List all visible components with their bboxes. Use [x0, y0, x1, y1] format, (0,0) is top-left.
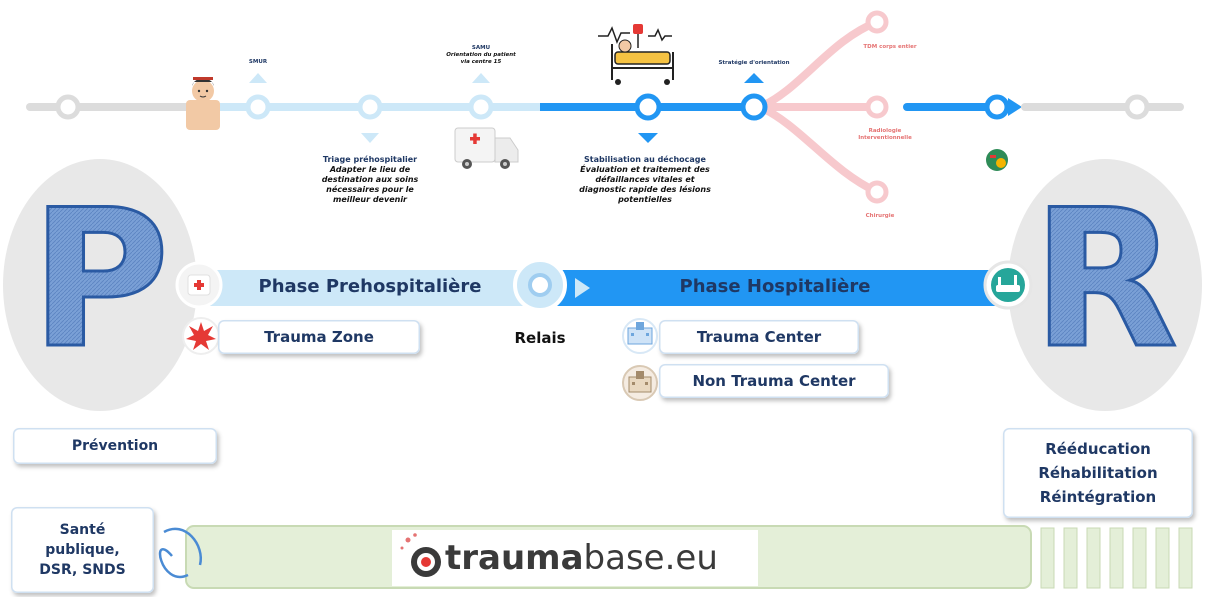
node-start: [55, 94, 81, 120]
label-triage: Triage préhospitalier Adapter le lieu de…: [300, 155, 440, 205]
label-samu: SAMU Orientation du patient via centre 1…: [430, 45, 532, 66]
radio-line-1: Radiologie: [868, 128, 902, 134]
node-stabil: [634, 93, 662, 121]
letter-r: R: [1032, 169, 1178, 390]
arrow-down-stabil: [638, 133, 658, 143]
phase-pre-bar: [195, 270, 540, 306]
arrow-down-triage: [361, 133, 379, 143]
trauma-center-label: Trauma Center: [696, 328, 822, 346]
stabil-line-3: diagnostic rapide des lésions: [579, 185, 711, 194]
stripes: [1040, 527, 1193, 589]
triage-line-1: Adapter le lieu de: [329, 165, 411, 174]
arrow-up-samu: [472, 73, 490, 83]
node-chir: [865, 180, 889, 204]
stabil-title: Stabilisation au déchocage: [584, 155, 706, 164]
stabil-line-2: défaillances vitales et: [595, 175, 695, 184]
surgery-icon: [983, 260, 1033, 310]
non-trauma-center-label: Non Trauma Center: [692, 372, 856, 390]
arrow-up-smur: [249, 73, 267, 83]
patient-icon: [186, 77, 220, 130]
traumabase-logo: traumabase.eu: [445, 533, 718, 583]
branch-tdm: [758, 18, 879, 111]
logo-part-trauma: trauma: [445, 538, 584, 578]
node-triage: [357, 94, 383, 120]
prevention-box: Prévention: [13, 428, 217, 464]
p-circle: [3, 159, 197, 411]
reintegration-label: Réintégration: [1039, 488, 1157, 506]
label-stabil: Stabilisation au déchocage Évaluation et…: [555, 155, 735, 205]
logo-part-base: base.eu: [583, 538, 718, 578]
reeducation-label: Rééducation: [1045, 440, 1151, 458]
sante-line-3: DSR, SNDS: [39, 562, 126, 578]
sante-line-1: Santé: [59, 522, 106, 538]
timeline-arrowhead: [1008, 98, 1022, 116]
triage-line-2: destination aux soins: [321, 175, 419, 184]
samu-sub1: Orientation du patient: [446, 52, 516, 58]
node-radio: [865, 95, 889, 119]
branch-chir: [758, 103, 879, 196]
label-tdm: TDM corps entier: [863, 44, 917, 50]
logo-background: [392, 530, 758, 586]
samu-title: SAMU: [471, 45, 491, 51]
logo-target-icon: [400, 533, 441, 577]
ambulance-icon: [454, 127, 519, 169]
prevention-label: Prévention: [71, 438, 159, 454]
stabil-line-1: Évaluation et traitement des: [580, 165, 710, 174]
sante-line-2: publique,: [45, 542, 120, 558]
rehabilitation-label: Réhabilitation: [1038, 464, 1158, 482]
samu-sub2: via centre 15: [460, 59, 502, 65]
node-samu: [468, 94, 494, 120]
node-strategie: [740, 93, 768, 121]
explosion-icon: [182, 317, 220, 355]
relais-label: Relais: [514, 329, 566, 347]
triage-line-4: meilleur devenir: [332, 195, 407, 204]
label-smur: SMUR: [248, 59, 268, 65]
hospital-bed-icon: [598, 24, 674, 85]
medication-icon: [986, 149, 1008, 171]
reeducation-box: Rééducation Réhabilitation Réintégration: [1003, 428, 1193, 518]
letter-p: P: [30, 169, 169, 390]
sante-publique-box: Santé publique, DSR, SNDS: [11, 507, 154, 593]
triage-line-3: nécessaires pour le: [326, 185, 414, 194]
relay-icon: [513, 258, 567, 312]
label-chirurgie: Chirurgie: [865, 213, 895, 219]
phase-hosp-arrow: [575, 278, 590, 298]
label-radio: Radiologie Interventionnelle: [840, 128, 930, 142]
arrow-up-strategie: [744, 73, 764, 83]
first-aid-icon: [175, 261, 223, 309]
non-trauma-center-box: Non Trauma Center: [659, 364, 889, 398]
trauma-zone-label: Trauma Zone: [264, 328, 374, 346]
triage-title: Triage préhospitalier: [322, 155, 418, 164]
radio-line-2: Interventionnelle: [858, 135, 912, 141]
label-strategie: Stratégie d'orientation: [718, 60, 790, 66]
phase-hosp-label: Phase Hospitalière: [679, 276, 871, 297]
node-smur: [245, 94, 271, 120]
trauma-zone-box: Trauma Zone: [218, 320, 420, 354]
trauma-center-box: Trauma Center: [659, 320, 859, 354]
node-tdm: [865, 10, 889, 34]
phase-pre-label: Phase Prehospitalière: [258, 276, 482, 297]
node-final: [984, 94, 1010, 120]
r-circle: [1008, 159, 1202, 411]
node-end: [1124, 94, 1150, 120]
non-trauma-hospital-icon: [622, 365, 658, 401]
stabil-line-4: potentielles: [618, 195, 672, 204]
phase-hosp-bar: [540, 270, 1010, 306]
loop-connector: [158, 548, 189, 579]
hospital-icon: [622, 318, 658, 354]
